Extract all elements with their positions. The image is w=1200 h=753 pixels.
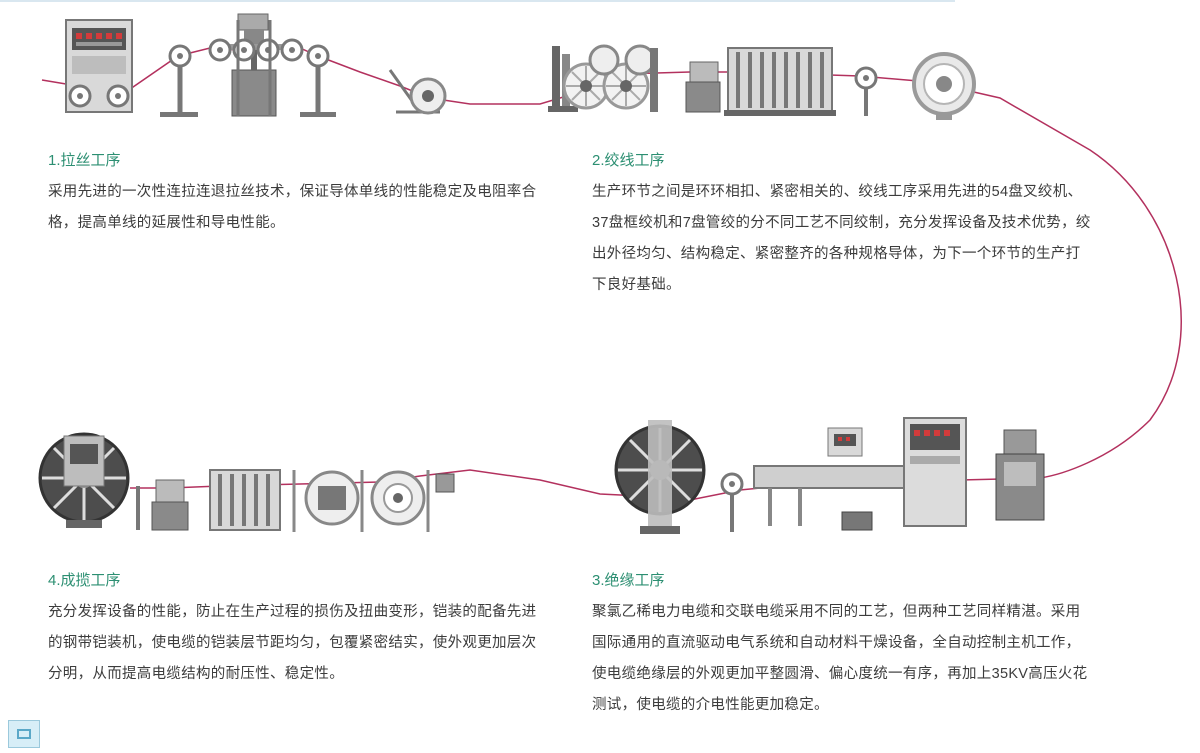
pulley-stand-1: [160, 44, 198, 117]
step-title: 1.拉丝工序: [48, 152, 121, 169]
drawing-control-cabinet: [65, 19, 133, 113]
capstan-unit: [208, 13, 304, 117]
step-title: 4.成揽工序: [48, 572, 121, 589]
step-description: 生产环节之间是环环相扣、紧密相关的、绞线工序采用先进的54盘叉绞机、37盘框绞机…: [592, 184, 1091, 293]
step-description: 采用先进的一次性连拉连退拉丝技术，保证导体单线的性能稳定及电阻率合格，提高单线的…: [48, 184, 537, 231]
extruder-control-panel: [903, 417, 967, 527]
step-stranding: 2.绞线工序 生产环节之间是环环相扣、紧密相关的、绞线工序采用先进的54盘叉绞机…: [592, 151, 1092, 301]
material-dryer: [995, 429, 1045, 521]
pulley-stand-4: [720, 472, 744, 532]
stranding-bobbin-frame: [548, 44, 658, 112]
pulley-stand-3: [854, 66, 878, 116]
insulation-payoff-drum: [614, 420, 706, 534]
step-description: 聚氯乙稀电力电缆和交联电缆采用不同的工艺，但两种工艺同样精湛。采用国际通用的直流…: [592, 604, 1088, 713]
top-border: [0, 0, 955, 2]
window-icon: [17, 729, 31, 739]
step-insulation: 3.绝缘工序 聚氯乙稀电力电缆和交联电缆采用不同的工艺，但两种工艺同样精湛。采用…: [592, 571, 1092, 721]
step-title: 2.绞线工序: [592, 152, 665, 169]
tape-wheels: [292, 470, 455, 532]
step-cabling: 4.成揽工序 充分发挥设备的性能，防止在生产过程的损伤及扭曲变形，铠装的配备先进…: [48, 571, 548, 690]
armoring-head: [151, 479, 189, 531]
cabling-takeup-drum: [38, 432, 130, 528]
corner-window-button[interactable]: [8, 720, 40, 748]
take-up-drum-2: [912, 52, 976, 120]
armoring-cage: [209, 469, 281, 531]
step-title: 3.绝缘工序: [592, 572, 665, 589]
step-drawing: 1.拉丝工序 采用先进的一次性连拉连退拉丝技术，保证导体单线的性能稳定及电阻率合…: [48, 151, 548, 239]
pulley-stand-2: [300, 44, 336, 117]
take-up-reel-1: [388, 69, 447, 115]
cage-strander: [724, 47, 836, 116]
stranding-head: [685, 61, 721, 113]
step-description: 充分发挥设备的性能，防止在生产过程的损伤及扭曲变形，铠装的配备先进的钢带铠装机，…: [48, 604, 537, 682]
